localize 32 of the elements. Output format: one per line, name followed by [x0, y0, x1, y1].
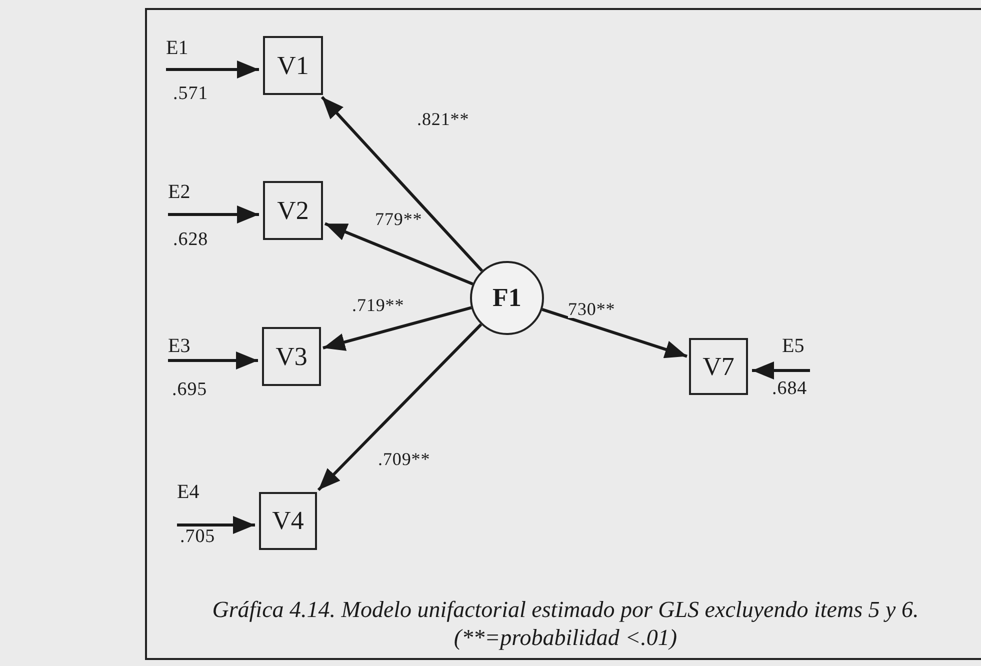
- error-label: E5: [782, 336, 804, 356]
- arrow: [322, 306, 472, 351]
- error-label: E2: [168, 182, 190, 202]
- edge-label: .719**: [352, 296, 404, 314]
- variance-value: .695: [172, 380, 208, 399]
- arrow: [177, 516, 255, 534]
- arrow: [166, 60, 259, 78]
- edge-label: 779**: [375, 210, 422, 228]
- error-label: E4: [177, 482, 200, 502]
- variable-box: V2: [263, 181, 323, 240]
- variance-value: .684: [772, 379, 808, 398]
- variable-box: V3: [262, 327, 321, 386]
- variance-value: .571: [173, 84, 208, 103]
- arrow: [168, 206, 259, 224]
- variance-value: .628: [173, 230, 208, 249]
- error-label: E1: [166, 38, 188, 58]
- arrow: [320, 96, 484, 272]
- arrow: [324, 222, 474, 286]
- variance-value: .705: [180, 527, 216, 546]
- edge-label: .709**: [378, 450, 430, 468]
- variable-box: V7: [689, 338, 748, 395]
- arrow: [542, 308, 688, 358]
- note: (**=probabilidad <.01): [452, 626, 678, 649]
- variable-box: V1: [263, 36, 323, 95]
- variable-box: V4: [259, 492, 317, 550]
- arrow: [752, 362, 810, 380]
- error-label: E3: [168, 336, 190, 356]
- edge-label: 730**: [568, 300, 616, 318]
- arrow: [317, 323, 482, 492]
- arrow: [168, 352, 258, 370]
- caption: Gráfica 4.14. Modelo unifactorial estimado por GLS excluyendo items 5 y 6.: [211, 598, 920, 621]
- edge-label: .821**: [417, 110, 470, 128]
